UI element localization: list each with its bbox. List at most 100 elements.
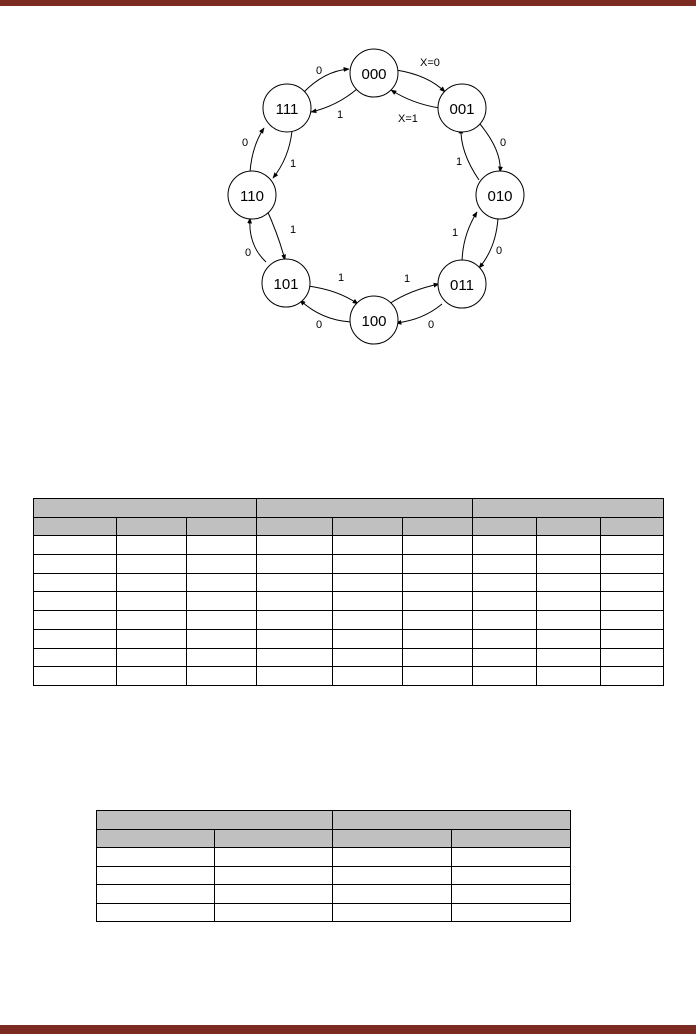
table-cell bbox=[472, 535, 538, 556]
table-cell bbox=[600, 610, 665, 630]
table-cell bbox=[536, 554, 602, 574]
label-010-001: 1 bbox=[456, 156, 462, 168]
column-header-cell bbox=[536, 516, 602, 537]
column-header-cell bbox=[116, 516, 187, 537]
table-cell bbox=[116, 591, 187, 612]
state-101: 101 bbox=[261, 258, 311, 308]
table-cell bbox=[536, 647, 602, 668]
table-cell bbox=[96, 865, 215, 885]
table-cell bbox=[116, 535, 187, 556]
table-cell bbox=[332, 847, 452, 867]
table-cell bbox=[536, 666, 602, 686]
table-cell bbox=[332, 610, 404, 630]
state-010-label: 010 bbox=[487, 188, 512, 205]
table-cell bbox=[256, 666, 334, 686]
table-cell bbox=[402, 591, 474, 612]
table-cell bbox=[96, 847, 215, 867]
arc-010-to-011 bbox=[478, 217, 499, 269]
table-cell bbox=[214, 847, 333, 867]
table-cell bbox=[185, 666, 258, 686]
state-table-column-header bbox=[33, 516, 665, 537]
table-cell bbox=[332, 591, 404, 612]
table-cell bbox=[451, 847, 571, 867]
table-cell bbox=[185, 591, 258, 612]
table-cell bbox=[536, 591, 602, 612]
label-110-111: 0 bbox=[242, 137, 248, 149]
table-row bbox=[33, 554, 665, 574]
table-cell bbox=[185, 647, 258, 668]
table-row bbox=[33, 647, 665, 668]
arc-101-to-110 bbox=[247, 217, 267, 263]
arc-011-to-010 bbox=[461, 211, 478, 265]
state-table-group-header bbox=[32, 498, 665, 518]
label-011-100: 0 bbox=[428, 319, 434, 331]
table-cell bbox=[402, 572, 474, 593]
state-001: 001 bbox=[437, 83, 487, 133]
table-row bbox=[33, 572, 665, 593]
arc-110-to-101 bbox=[265, 207, 286, 261]
excitation-table-group-header bbox=[96, 810, 571, 830]
arc-100-to-101 bbox=[299, 299, 352, 323]
table-cell bbox=[33, 591, 117, 612]
table-cell bbox=[256, 591, 334, 612]
column-header-cell bbox=[214, 828, 333, 848]
table-row bbox=[96, 884, 571, 904]
arc-001-to-010 bbox=[479, 123, 503, 173]
group-header-cell bbox=[472, 498, 665, 518]
column-header-cell bbox=[332, 516, 404, 537]
arc-100-to-011 bbox=[388, 282, 440, 305]
state-100: 100 bbox=[349, 295, 399, 345]
table-cell bbox=[33, 610, 117, 630]
table-row bbox=[96, 902, 571, 922]
state-010: 010 bbox=[475, 170, 525, 220]
table-cell bbox=[402, 628, 474, 649]
arc-000-to-001 bbox=[395, 69, 446, 93]
label-000-111: 1 bbox=[337, 109, 343, 121]
arc-101-to-100 bbox=[307, 285, 359, 305]
table-cell bbox=[600, 572, 665, 593]
table-cell bbox=[33, 647, 117, 668]
label-010-011: 0 bbox=[496, 245, 502, 257]
label-101-110: 0 bbox=[245, 247, 251, 259]
excitation-table-column-header bbox=[96, 828, 571, 848]
excitation-table bbox=[96, 810, 571, 922]
label-111-000: 0 bbox=[316, 65, 322, 77]
table-cell bbox=[332, 535, 404, 556]
table-cell bbox=[332, 666, 404, 686]
table-cell bbox=[116, 554, 187, 574]
table-cell bbox=[600, 535, 665, 556]
arc-110-to-111 bbox=[249, 127, 265, 173]
arc-111-to-110 bbox=[272, 130, 293, 179]
label-001-010: 0 bbox=[500, 137, 506, 149]
column-header-cell bbox=[600, 516, 665, 537]
table-cell bbox=[472, 591, 538, 612]
state-110-label: 110 bbox=[240, 188, 264, 205]
table-cell bbox=[600, 554, 665, 574]
table-cell bbox=[116, 610, 187, 630]
table-cell bbox=[256, 535, 334, 556]
label-110-101: 1 bbox=[290, 224, 296, 236]
table-cell bbox=[451, 884, 571, 904]
table-cell bbox=[472, 647, 538, 668]
table-row bbox=[33, 535, 665, 556]
table-cell bbox=[256, 610, 334, 630]
table-cell bbox=[472, 554, 538, 574]
arc-000-to-111 bbox=[310, 88, 358, 114]
table-cell bbox=[214, 865, 333, 885]
label-x1: X=1 bbox=[398, 113, 418, 125]
table-cell bbox=[256, 572, 334, 593]
arc-111-to-000 bbox=[302, 67, 350, 94]
table-cell bbox=[332, 628, 404, 649]
table-cell bbox=[332, 865, 452, 885]
table-cell bbox=[332, 884, 452, 904]
table-cell bbox=[96, 884, 215, 904]
column-header-cell bbox=[451, 828, 571, 848]
state-111: 111 bbox=[262, 83, 312, 133]
state-000-label: 000 bbox=[361, 66, 386, 83]
table-cell bbox=[185, 572, 258, 593]
table-cell bbox=[402, 554, 474, 574]
label-011-010: 1 bbox=[452, 227, 458, 239]
table-cell bbox=[214, 884, 333, 904]
table-row bbox=[33, 591, 665, 612]
table-cell bbox=[256, 647, 334, 668]
